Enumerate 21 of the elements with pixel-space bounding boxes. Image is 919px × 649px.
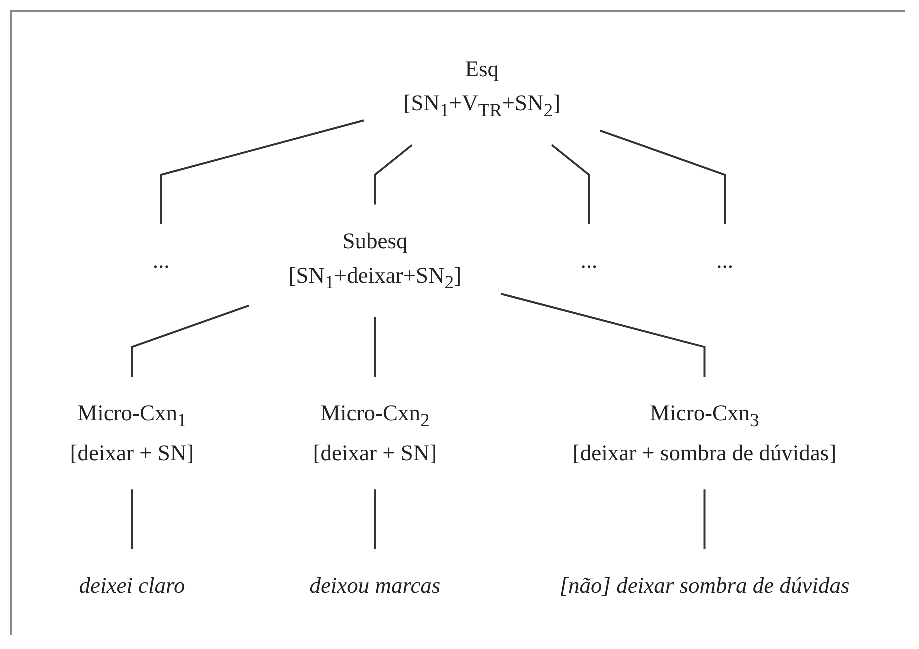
construction-label: Subesq [SN$_{1}$+deixar+SN$_{2}$] [288, 228, 462, 294]
construction-label: ... [716, 248, 734, 274]
example-text: [não] deixar sombra de dúvidas [560, 572, 850, 598]
construction-label: Micro-Cxn$_{3}$ [deixar + sombra de dúvidas] [572, 400, 837, 466]
tree-branch [600, 130, 726, 224]
construction-label: Esq [SN$_{1}$+V$_{TR}$+SN$_{2}$] [404, 56, 561, 121]
example-text: deixei claro [79, 572, 186, 598]
tree-branch [704, 490, 706, 550]
construction-label: ... [580, 248, 598, 274]
tree-branch [160, 120, 364, 224]
construction-label: Micro-Cxn$_{2}$ [deixar + SN] [313, 400, 438, 466]
tree-branch [131, 490, 134, 550]
tree-branch [131, 304, 250, 377]
tree-branch [374, 317, 376, 377]
tree-branch [552, 144, 590, 224]
example-text: deixou marcas [310, 572, 441, 598]
tree-branch [374, 490, 376, 550]
construction-label: Micro-Cxn$_{1}$ [deixar + SN] [70, 400, 194, 466]
construction-label: ... [152, 248, 170, 274]
tree-branch [501, 293, 706, 377]
tree-branch [374, 144, 413, 205]
